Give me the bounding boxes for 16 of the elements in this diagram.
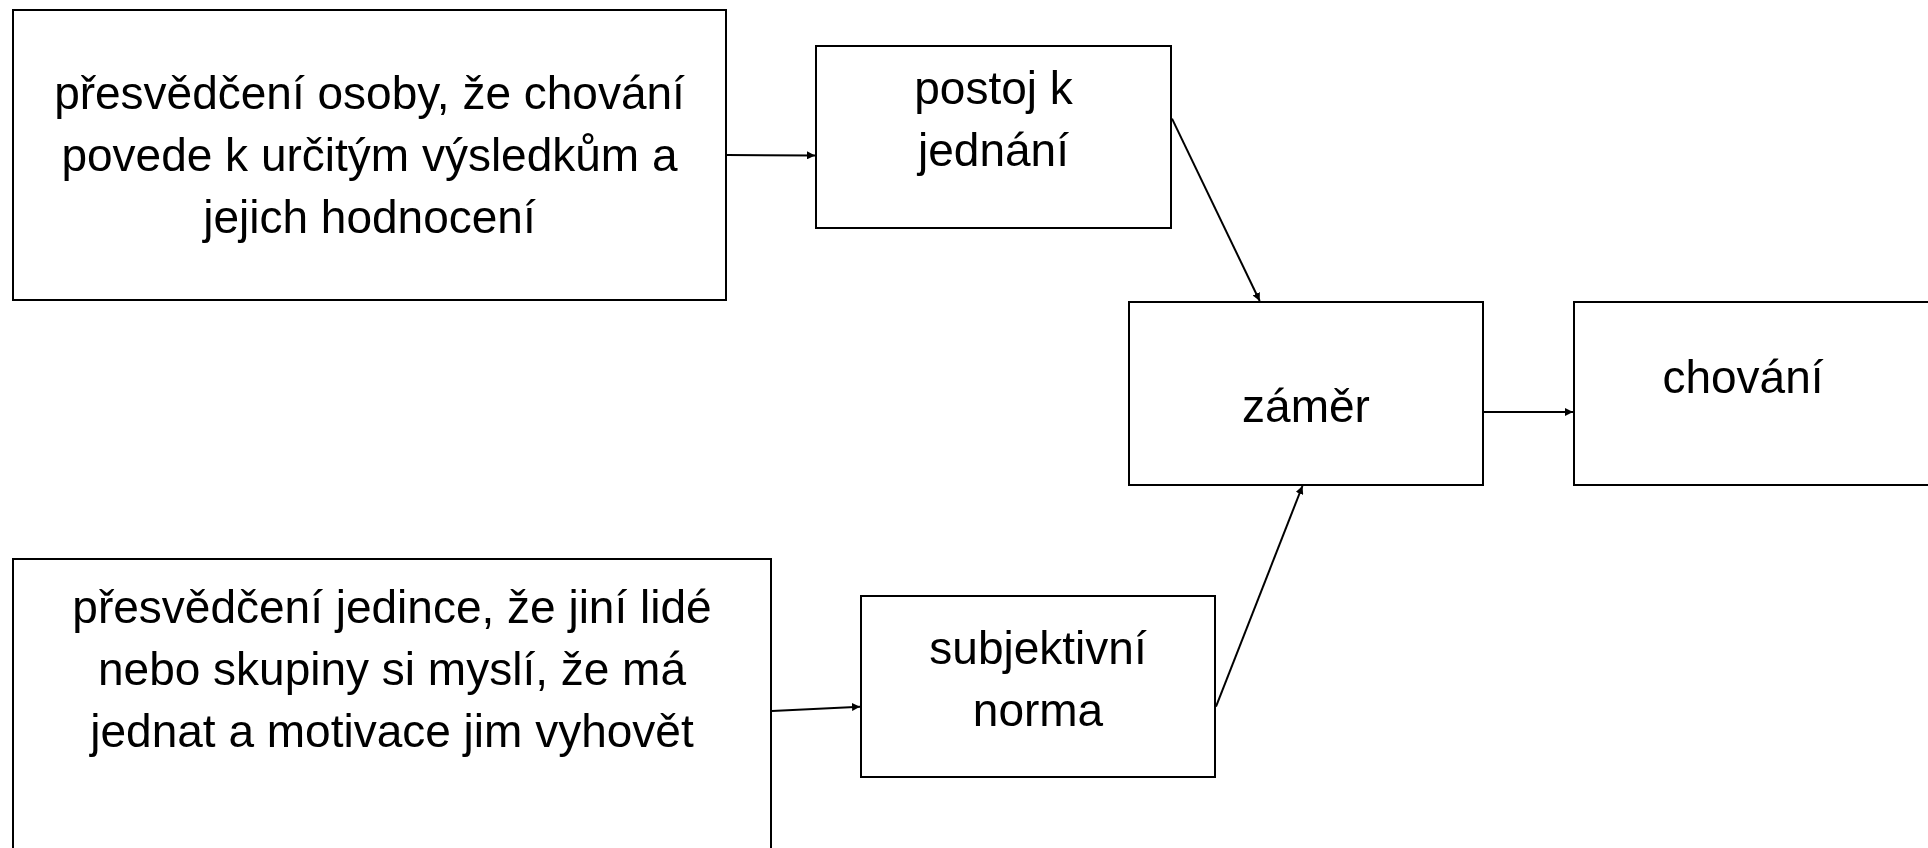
- box-text: záměr: [1242, 379, 1370, 434]
- arrow: [1483, 408, 1574, 416]
- box-text: postoj k jednání: [913, 61, 1074, 178]
- box-text: chování: [1662, 350, 1824, 405]
- process-box: [815, 45, 1172, 229]
- box-text: přesvědčení jedince, že jiní lidé nebo skupiny si myslí, že má jednat a motivace jim vyhovět: [71, 580, 713, 759]
- process-box: [860, 595, 1216, 778]
- box-text: subjektivní norma: [928, 621, 1148, 738]
- arrow: [726, 151, 816, 160]
- process-box: [1128, 301, 1484, 486]
- process-box: [12, 9, 727, 301]
- process-box: [1573, 301, 1928, 486]
- process-box: [12, 558, 772, 848]
- arrow: [1171, 117, 1261, 302]
- arrow: [771, 703, 861, 712]
- box-text: přesvědčení osoby, že chování povede k určitým výsledkům a jejich hodnocení: [53, 66, 686, 245]
